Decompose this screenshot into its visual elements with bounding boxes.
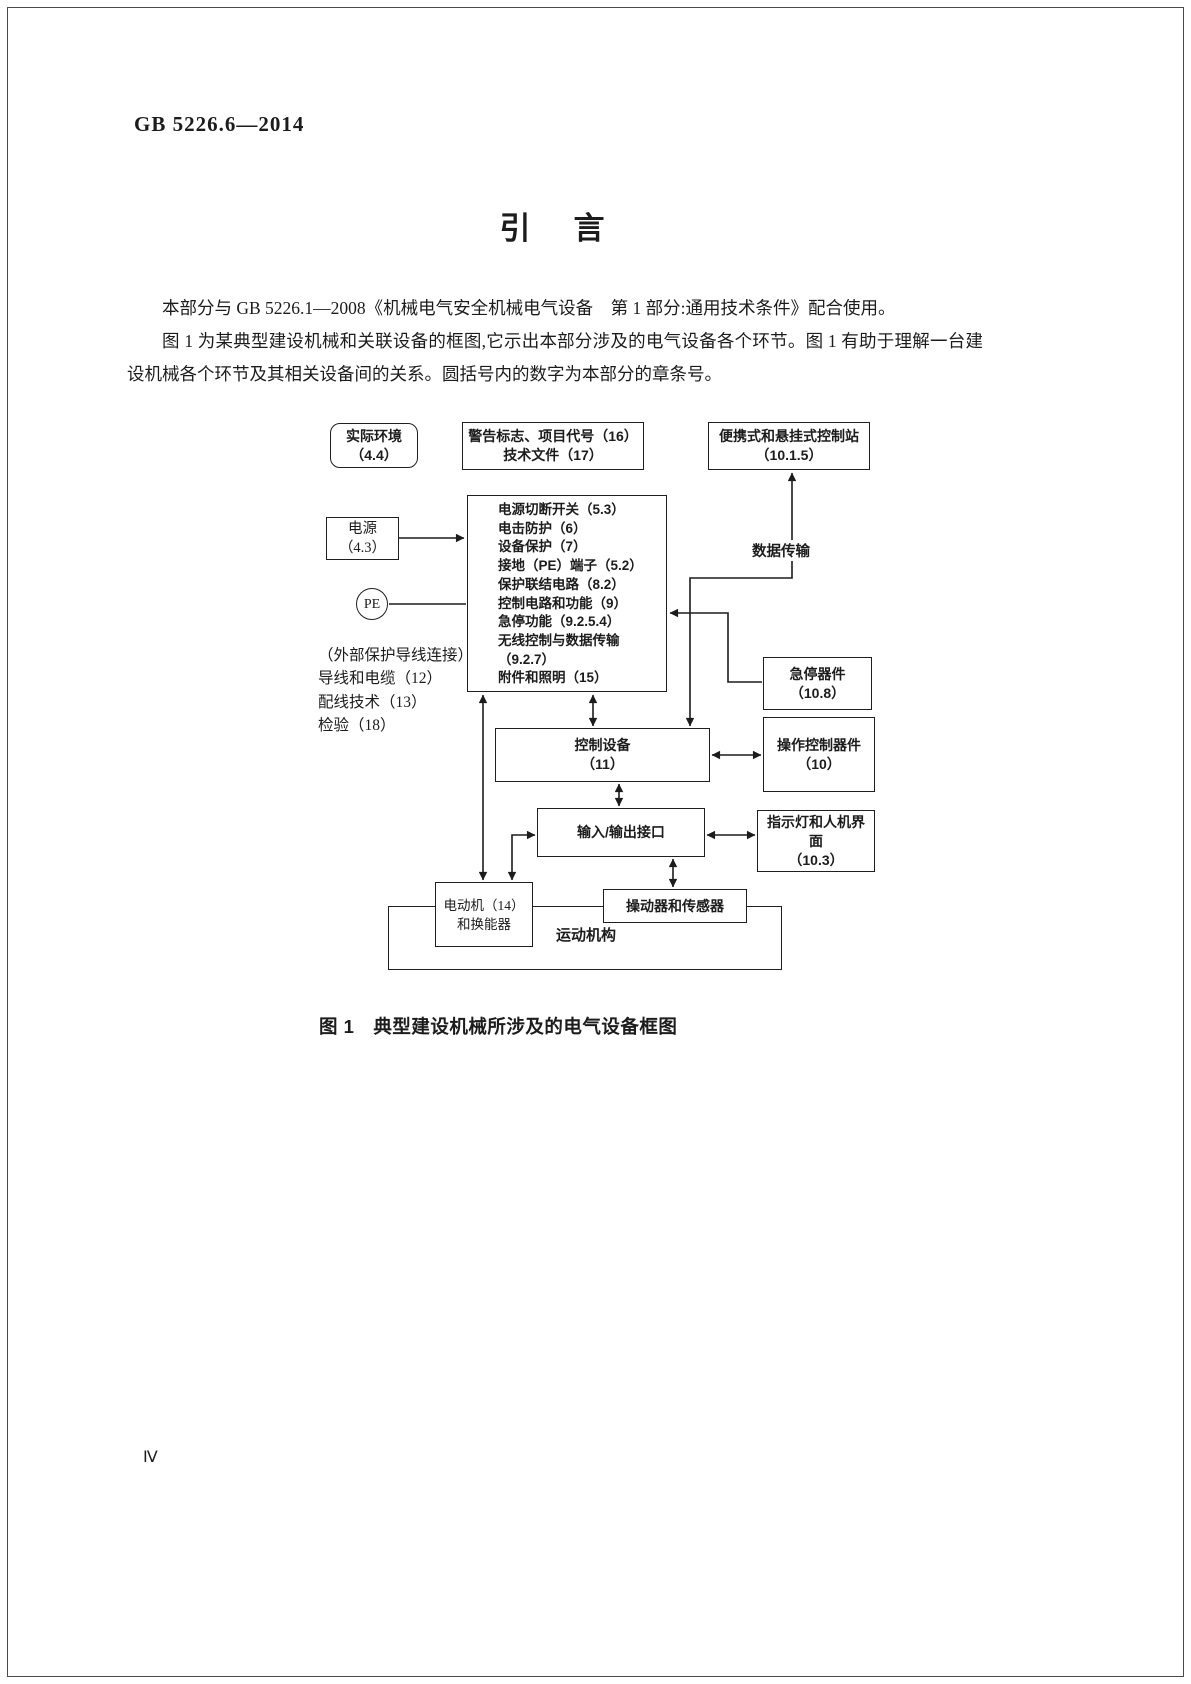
doc-number: GB 5226.6—2014: [134, 112, 305, 136]
box-io-interface: 输入/输出接口: [537, 808, 705, 857]
figure-caption: 图 1 典型建设机械所涉及的电气设备框图: [319, 1016, 678, 1037]
box-equipment-list: 电源切断开关（5.3） 电击防护（6） 设备保护（7） 接地（PE）端子（5.2…: [467, 495, 667, 692]
wiring-notes-text: （外部保护导线连接） 导线和电缆（12） 配线技术（13） 检验（18）: [318, 647, 474, 735]
box-motion-mechanism: [388, 906, 782, 970]
box-emergency-stop: 急停器件 （10.8）: [763, 657, 872, 710]
intro-paragraph-2: 图 1 为某典型建设机械和关联设备的框图,它示出本部分涉及的电气设备各个环节。图…: [127, 331, 983, 384]
pe-terminal-circle: PE: [356, 588, 388, 620]
box-warning-signs: 警告标志、项目代号（16） 技术文件（17）: [462, 422, 644, 470]
data-transmission-label: 数据传输: [748, 540, 814, 561]
intro-paragraph-1: 本部分与 GB 5226.1—2008《机械电气安全机械电气设备 第 1 部分:…: [162, 298, 896, 318]
box-portable-station: 便携式和悬挂式控制站 （10.1.5）: [708, 422, 870, 470]
motion-mechanism-label: 运动机构: [556, 927, 617, 944]
box-indicator-hmi: 指示灯和人机界 面 （10.3）: [757, 810, 875, 872]
box-actuators-sensors: 操动器和传感器: [603, 889, 747, 923]
intro-text: 本部分与 GB 5226.1—2008《机械电气安全机械电气设备 第 1 部分:…: [127, 292, 983, 391]
box-motor-transducer: 电动机（14） 和换能器: [435, 882, 533, 947]
box-operator-controls: 操作控制器件 （10）: [763, 717, 875, 792]
box-control-equipment: 控制设备 （11）: [495, 728, 710, 782]
page-title: 引 言: [499, 211, 611, 246]
box-power-supply: 电源 （4.3）: [326, 517, 399, 560]
box-actual-environment: 实际环境 （4.4）: [330, 423, 418, 468]
page-number: Ⅳ: [143, 1449, 158, 1466]
